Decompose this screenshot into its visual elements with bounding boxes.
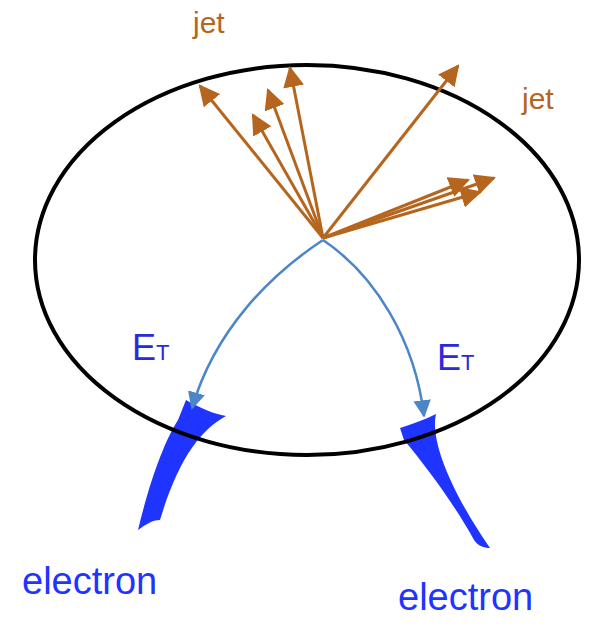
detector-outline	[35, 65, 579, 455]
electron-shower	[400, 414, 490, 548]
jet-tracks	[200, 66, 494, 238]
electron-label: electron	[398, 578, 533, 616]
jet-label: jet	[193, 8, 225, 38]
energy-label: ET	[437, 340, 474, 376]
energy-label: ET	[132, 330, 169, 366]
electron-label: electron	[22, 562, 157, 600]
electron-tracks	[192, 240, 424, 416]
jet-label: jet	[522, 84, 554, 114]
